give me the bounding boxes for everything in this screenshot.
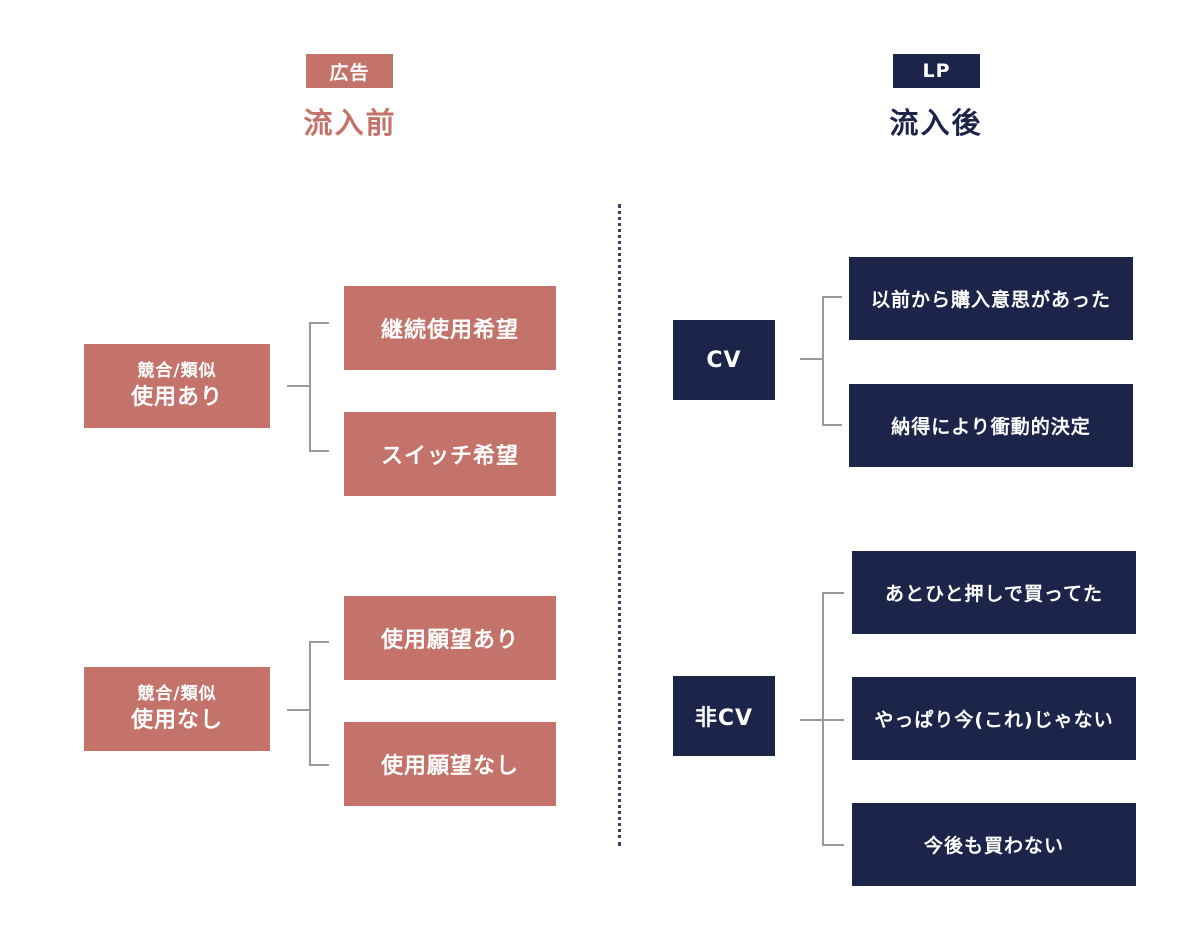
- node-label-line2: 使用あり: [130, 384, 223, 410]
- pre-inflow-heading: 流入前: [303, 106, 397, 140]
- connector: [309, 450, 329, 452]
- outcome-prior-intent: 以前から購入意思があった: [849, 257, 1133, 340]
- competitor-unused-node: 競合/類似 使用なし: [84, 667, 270, 751]
- connector: [309, 641, 311, 765]
- outcome-not-now: やっぱり今(これ)じゃない: [852, 677, 1136, 760]
- connector: [822, 296, 824, 425]
- connector: [309, 322, 329, 324]
- connector: [822, 719, 844, 721]
- lp-tag: LP: [893, 54, 980, 88]
- node-label-line1: 競合/類似: [137, 683, 217, 704]
- outcome-desire-use: 使用願望あり: [344, 596, 556, 680]
- connector: [822, 424, 842, 426]
- connector: [309, 322, 311, 451]
- outcome-switch: スイッチ希望: [344, 412, 556, 496]
- connector: [800, 358, 822, 360]
- connector: [822, 296, 842, 298]
- non-cv-node: 非CV: [673, 676, 775, 756]
- connector: [822, 592, 844, 594]
- connector: [309, 641, 329, 643]
- cv-node: CV: [673, 320, 775, 400]
- connector: [822, 844, 844, 846]
- post-inflow-heading: 流入後: [889, 106, 983, 140]
- outcome-no-desire: 使用願望なし: [344, 722, 556, 806]
- connector: [287, 709, 309, 711]
- connector: [822, 592, 824, 845]
- competitor-used-node: 競合/類似 使用あり: [84, 344, 270, 428]
- connector: [800, 719, 822, 721]
- outcome-impulse-decision: 納得により衝動的決定: [849, 384, 1133, 467]
- outcome-one-more-push: あとひと押しで買ってた: [852, 551, 1136, 634]
- node-label-line1: 競合/類似: [137, 360, 217, 381]
- node-label-line2: 使用なし: [130, 707, 223, 733]
- ad-tag: 広告: [306, 54, 393, 88]
- outcome-never-buy: 今後も買わない: [852, 803, 1136, 886]
- outcome-continue-use: 継続使用希望: [344, 286, 556, 370]
- section-divider: [618, 204, 621, 846]
- connector: [287, 385, 309, 387]
- connector: [309, 764, 329, 766]
